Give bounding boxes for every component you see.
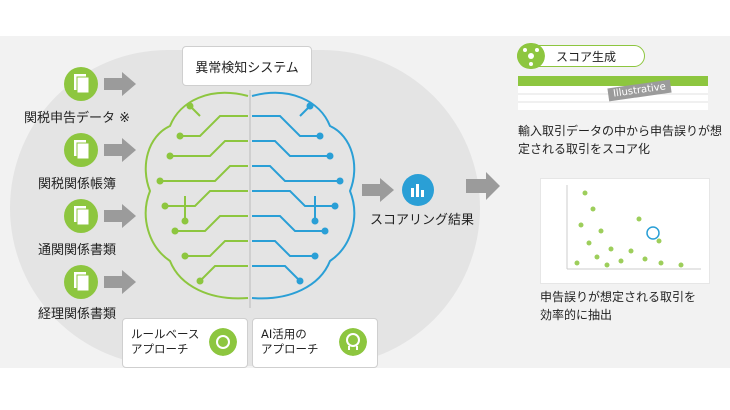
rule-based-label: ルールベース アプローチ	[131, 327, 200, 356]
system-title-text: 異常検知システム	[195, 60, 299, 76]
document-icon	[64, 199, 98, 233]
rule-cycle-icon	[209, 328, 237, 356]
doc-label: 関税関係帳簿	[38, 177, 117, 192]
score-description: 輸入取引データの中から申告誤りが想 定される取引をスコア化	[518, 124, 723, 156]
doc-label: 関税申告データ ※	[24, 111, 131, 126]
document-icon	[64, 133, 98, 167]
arrow-icon	[104, 72, 136, 96]
arrow-icon	[466, 172, 500, 200]
brain-circuit-illustration	[144, 90, 356, 308]
score-title-text: スコア生成	[556, 49, 617, 64]
doc-label: 通関関係書類	[38, 243, 117, 258]
left-brain-nodes	[156, 102, 204, 285]
ai-approach-label: AI活用の アプローチ	[261, 327, 319, 356]
system-title: 異常検知システム	[182, 46, 312, 86]
document-icon	[64, 265, 98, 299]
scatter-plot-thumbnail	[540, 178, 710, 284]
doc-label: 経理関係書類	[38, 307, 117, 322]
extract-description: 申告誤りが想定される取引を 効率的に抽出	[540, 290, 697, 322]
left-brain-circuit	[144, 91, 249, 300]
right-brain-circuit	[251, 91, 356, 300]
score-generation-title: スコア生成	[517, 45, 645, 67]
ai-head-icon	[339, 328, 367, 356]
arrow-icon	[104, 138, 136, 162]
rule-based-approach: ルールベース アプローチ	[122, 318, 248, 368]
arrow-icon	[362, 178, 394, 202]
ai-approach: AI活用の アプローチ	[252, 318, 378, 368]
right-brain-nodes	[296, 102, 344, 285]
document-icon	[64, 67, 98, 101]
arrow-icon	[104, 270, 136, 294]
scoring-chart-icon	[402, 174, 434, 206]
network-icon	[517, 43, 545, 69]
arrow-icon	[104, 204, 136, 228]
scoring-result-label: スコアリング結果	[370, 213, 475, 228]
score-table: Illustrative	[518, 76, 708, 110]
